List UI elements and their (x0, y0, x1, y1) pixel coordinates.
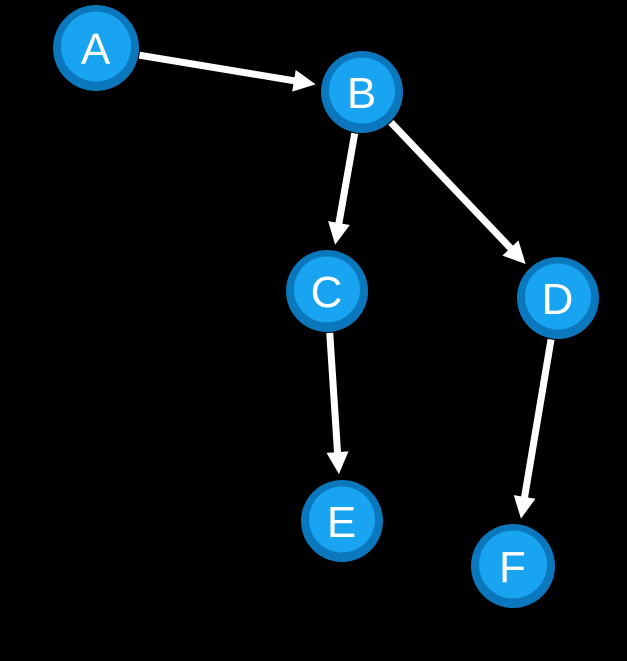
node-A[interactable]: A (53, 5, 139, 91)
node-fill-B (329, 57, 395, 124)
node-fill-A (61, 11, 131, 82)
edge-line-C-E[interactable] (326, 332, 342, 459)
edge-line-B-D[interactable] (388, 120, 518, 256)
edge-line-D-F[interactable] (520, 338, 555, 505)
node-F[interactable]: F (471, 524, 555, 608)
node-label-E: E (327, 498, 357, 547)
edge-B-C[interactable] (328, 132, 359, 245)
node-fill-E (309, 486, 375, 553)
node-E[interactable]: E (301, 480, 383, 562)
arrowhead-icon (292, 69, 316, 92)
node-fill-F (479, 530, 547, 599)
edge-line-A-B[interactable] (138, 51, 302, 86)
edge-D-F[interactable] (513, 338, 555, 519)
node-B[interactable]: B (321, 51, 403, 133)
node-label-C: C (311, 268, 344, 317)
edge-B-D[interactable] (388, 120, 526, 264)
node-C[interactable]: C (286, 250, 368, 332)
node-label-B: B (347, 69, 377, 118)
arrowhead-icon (502, 240, 526, 264)
node-label-A: A (81, 25, 111, 74)
arrowhead-icon (326, 451, 349, 475)
node-D[interactable]: D (517, 257, 599, 339)
node-fill-C (294, 256, 360, 323)
edge-line-B-C[interactable] (334, 132, 359, 231)
edge-A-B[interactable] (138, 51, 316, 92)
edge-C-E[interactable] (326, 332, 349, 475)
arrowhead-icon (328, 221, 350, 245)
arrowhead-icon (513, 495, 536, 519)
node-label-D: D (542, 275, 575, 324)
node-label-F: F (499, 543, 527, 592)
node-fill-D (525, 263, 591, 330)
